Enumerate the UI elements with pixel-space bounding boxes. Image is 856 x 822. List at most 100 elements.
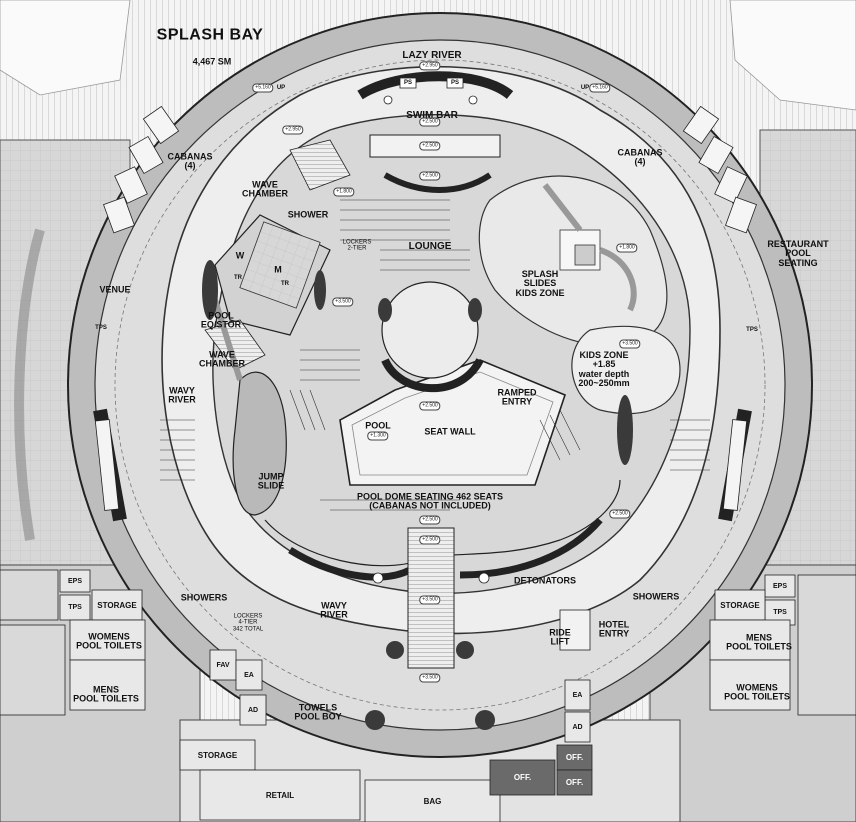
bench-right-inner (722, 419, 748, 511)
room-ad-right: AD (572, 723, 583, 731)
lounge-chairs (160, 199, 710, 511)
roof-panel-right (729, 0, 856, 111)
room-storage-right: STORAGE (720, 600, 760, 610)
room-off-3: OFF. (565, 778, 584, 787)
label-lazy-river: LAZY RIVER (402, 49, 462, 61)
label-tps-left: TPS (95, 324, 107, 331)
level-marker: +3.500 (419, 595, 441, 605)
lounge-planter-arc (381, 357, 484, 393)
level-marker: +5.160 (252, 83, 274, 93)
level-marker: +3.500 (332, 297, 354, 307)
label-lounge: LOUNGE (408, 240, 452, 252)
room-off-1: OFF. (513, 773, 532, 782)
level-marker: +1.800 (333, 187, 355, 197)
swim-bar-planter (383, 172, 492, 193)
label-cabanas-left: CABANAS(4) (167, 151, 213, 171)
room-ea-left: EA (244, 671, 254, 679)
dome-walkway (114, 59, 766, 711)
level-marker: +2.500 (609, 509, 631, 519)
title-name: SPLASH BAY (156, 26, 264, 44)
room-eps-right: EPS (772, 582, 787, 590)
label-swim-bar: SWIM BAR (406, 109, 458, 121)
jump-slide-flume (212, 299, 243, 381)
room-tps-left: TPS (68, 604, 82, 611)
label-pool: POOL (365, 420, 391, 431)
label-detonators: DETONATORS (513, 575, 577, 586)
label-tps-right: TPS (746, 326, 758, 333)
central-lounge (381, 281, 479, 379)
ride-lift-shaft (559, 609, 591, 651)
room-off-2: OFF. (565, 753, 584, 762)
level-marker: +3.500 (619, 339, 641, 349)
locker-building (214, 214, 331, 336)
room-eps-left: EPS (67, 577, 82, 585)
curved-road-left (14, 228, 45, 541)
room-fav: FAV (216, 661, 230, 669)
boh-left-rooms (0, 569, 501, 822)
label-tr-1: TR (234, 274, 242, 281)
cabanas-right-group (682, 105, 757, 234)
label-m: M (274, 264, 282, 275)
level-marker: +5.160 (589, 83, 611, 93)
room-storage-bottom: STORAGE (197, 750, 238, 760)
ps-marker: PS (403, 79, 413, 86)
label-seat-wall: SEAT WALL (424, 426, 476, 437)
bench-left-inner (94, 419, 120, 511)
label-cabanas-right: CABANAS(4) (617, 147, 663, 167)
label-tr-2: TR (281, 280, 289, 287)
level-marker: +2.500 (419, 117, 441, 127)
level-marker: +2.950 (282, 125, 304, 135)
wavy-river-planter (288, 547, 412, 581)
level-marker: +2.500 (419, 171, 441, 181)
up-marker: UP (580, 84, 590, 91)
swim-bar (357, 71, 514, 100)
wave-chamber-mid (204, 319, 266, 371)
up-marker: UP (276, 84, 286, 91)
room-storage-left: STORAGE (97, 600, 137, 610)
room-tps-right: TPS (773, 609, 787, 616)
level-marker: +2.500 (419, 535, 441, 545)
ps-markers (372, 77, 490, 584)
jump-slide (232, 371, 287, 516)
boh-right-rooms (489, 574, 856, 796)
main-pool-inner (351, 371, 554, 476)
level-marker: +1.300 (367, 431, 389, 441)
splash-slides-structure (542, 183, 637, 312)
cabanas-left-group (103, 105, 180, 234)
wave-chamber-top (289, 139, 351, 191)
level-marker: +1.800 (616, 243, 638, 253)
room-retail: RETAIL (265, 790, 295, 800)
ps-marker: PS (450, 79, 460, 86)
label-w: W (235, 250, 245, 261)
level-marker: +2.950 (419, 61, 441, 71)
title-area: 4,467 SM (192, 56, 232, 67)
label-pool-dome: POOL DOME SEATING 462 SEATS(CABANAS NOT … (356, 491, 504, 511)
room-ea-right: EA (572, 691, 583, 699)
level-marker: +3.500 (419, 673, 441, 683)
roof-panel-left (0, 0, 131, 96)
room-ad-left: AD (247, 706, 259, 714)
level-marker: +2.500 (419, 515, 441, 525)
kids-zone-pool (571, 325, 681, 415)
label-venue: VENUE (99, 284, 131, 295)
level-marker: +2.500 (419, 401, 441, 411)
